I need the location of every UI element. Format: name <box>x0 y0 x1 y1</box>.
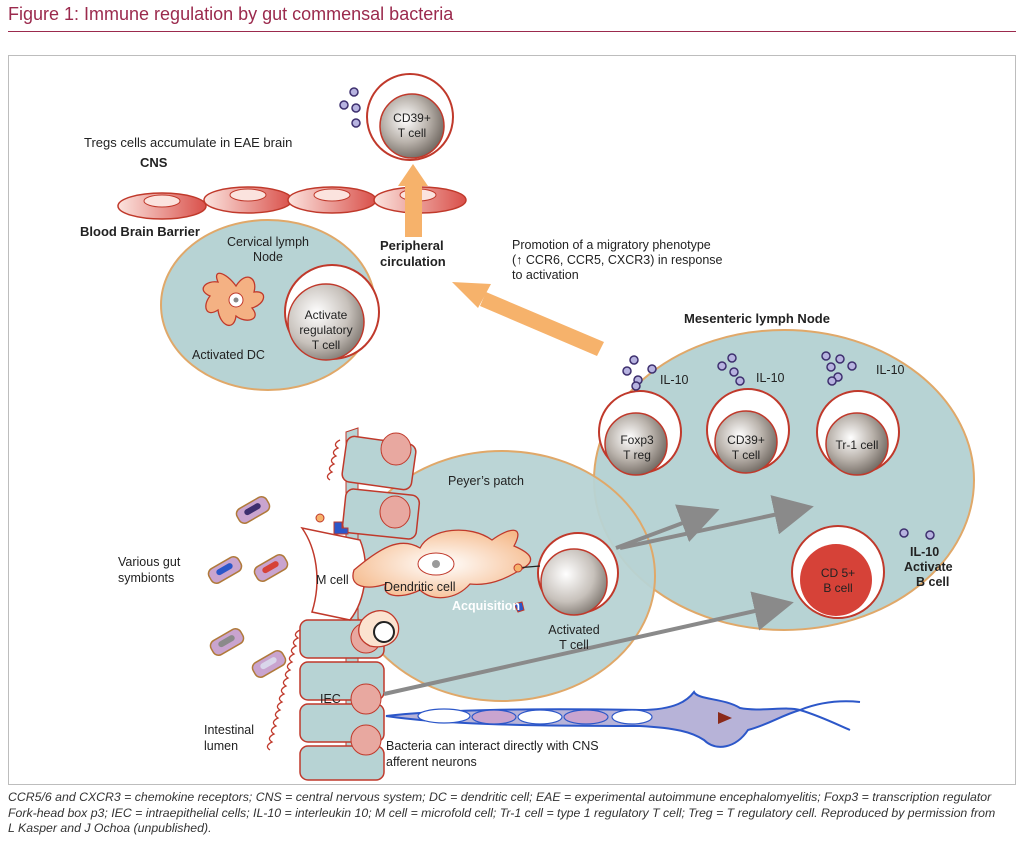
caption-line-2: Fork-head box p3; IEC = intraepithelial … <box>8 805 996 820</box>
tr1-cell <box>816 390 900 476</box>
activated-t-cell <box>513 532 619 616</box>
diagram-canvas <box>117 73 975 781</box>
migration-arrow <box>452 282 604 356</box>
caption-line-1: CCR5/6 and CXCR3 = chemokine receptors; … <box>8 790 992 804</box>
figure-panel <box>8 55 1016 785</box>
receptor-markers <box>315 513 525 613</box>
title-rule <box>8 31 1016 32</box>
cytokine-dots-top <box>339 87 361 128</box>
caption-line-3: L Kasper and J Ochoa (unpublished). <box>8 821 212 835</box>
foxp3-treg-cell <box>598 390 682 476</box>
up-arrow <box>398 164 428 237</box>
figure-caption: CCR5/6 and CXCR3 = chemokine receptors; … <box>8 790 1018 837</box>
gray-arrows <box>383 495 814 696</box>
cd39-mln-cell <box>706 388 790 474</box>
cytokine-dots-mln <box>622 351 935 540</box>
dendritic-cell <box>352 529 532 648</box>
cervical-lymph-node <box>160 219 380 391</box>
cd39-cns-cell <box>366 73 454 161</box>
gut-symbionts <box>207 496 289 678</box>
afferent-neuron <box>385 690 861 748</box>
cd5-b-cell <box>791 525 885 619</box>
figure-title: Figure 1: Immune regulation by gut comme… <box>8 4 454 24</box>
